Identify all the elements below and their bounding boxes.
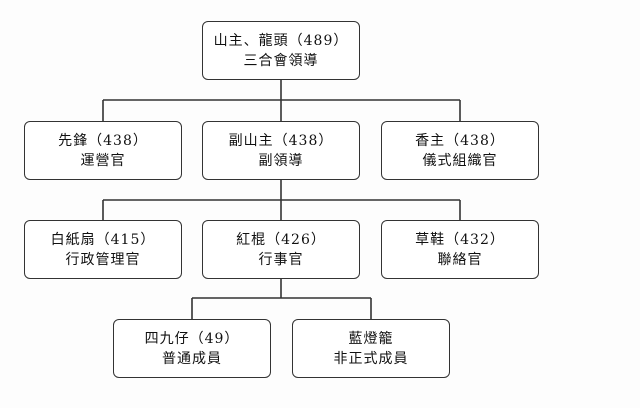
node-straw-sandal-title: 草鞋（432） — [415, 231, 505, 248]
node-vanguard: 先鋒（438） 運營官 — [24, 121, 182, 180]
node-vanguard-role: 運營官 — [80, 152, 126, 169]
node-deputy: 副山主（438） 副領導 — [202, 121, 360, 180]
node-white-paper-role: 行政管理官 — [65, 251, 141, 268]
node-incense-role: 儀式組織官 — [422, 152, 498, 169]
node-deputy-role: 副領導 — [258, 152, 304, 169]
node-blue-lantern-role: 非正式成員 — [333, 350, 409, 367]
node-white-paper-title: 白紙扇（415） — [50, 231, 156, 248]
node-straw-sandal-role: 聯絡官 — [437, 251, 483, 268]
node-leader-title: 山主、龍頭（489） — [213, 32, 349, 49]
node-forty-nine-title: 四九仔（49） — [144, 330, 240, 347]
node-forty-nine: 四九仔（49） 普通成員 — [113, 319, 271, 378]
node-blue-lantern: 藍燈籠 非正式成員 — [292, 319, 450, 378]
node-leader: 山主、龍頭（489） 三合會領導 — [202, 21, 360, 80]
node-blue-lantern-title: 藍燈籠 — [348, 330, 394, 347]
node-red-pole-title: 紅棍（426） — [236, 231, 326, 248]
node-leader-role: 三合會領導 — [243, 52, 319, 69]
node-red-pole-role: 行事官 — [258, 251, 304, 268]
node-white-paper: 白紙扇（415） 行政管理官 — [24, 220, 182, 279]
node-straw-sandal: 草鞋（432） 聯絡官 — [381, 220, 539, 279]
node-deputy-title: 副山主（438） — [228, 132, 334, 149]
node-forty-nine-role: 普通成員 — [162, 350, 222, 367]
node-red-pole: 紅棍（426） 行事官 — [202, 220, 360, 279]
node-vanguard-title: 先鋒（438） — [58, 132, 148, 149]
node-incense-title: 香主（438） — [415, 132, 505, 149]
node-incense: 香主（438） 儀式組織官 — [381, 121, 539, 180]
